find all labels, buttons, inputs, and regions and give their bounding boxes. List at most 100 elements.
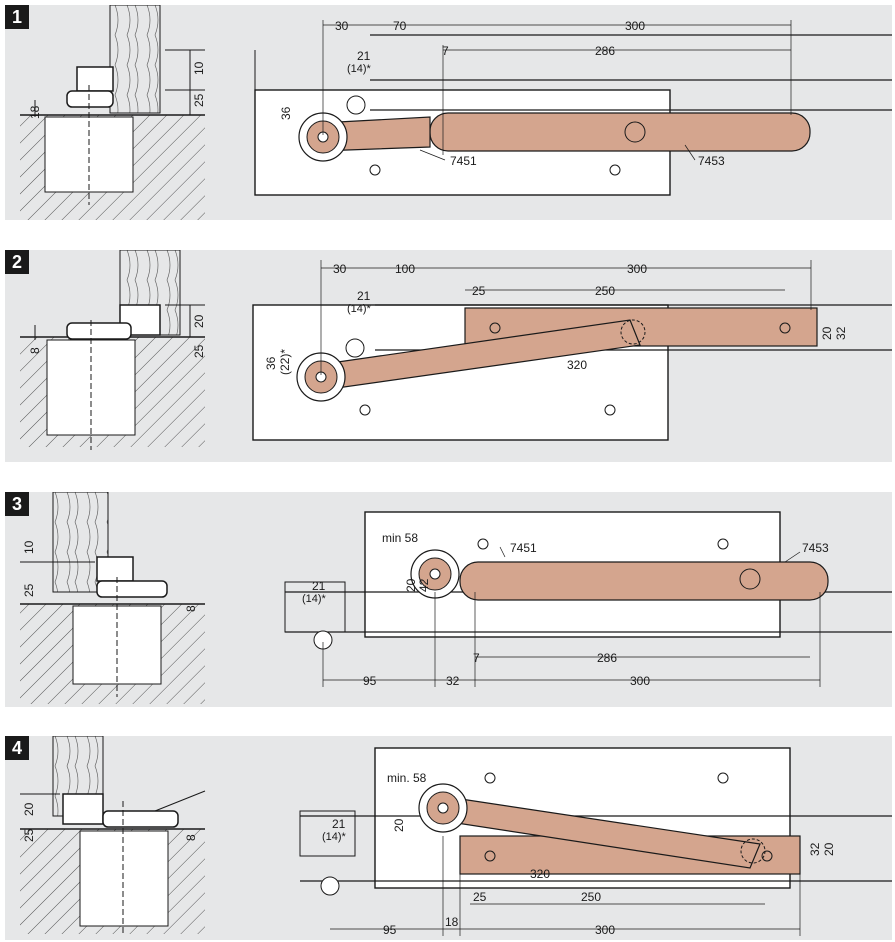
mount-hole (346, 95, 366, 115)
dim-label: 300 (630, 674, 650, 688)
dim-label: (14)* (347, 303, 372, 315)
screw-hole (604, 404, 616, 416)
dim-label: 42 (417, 578, 431, 592)
dim-label: (22)* (278, 349, 292, 375)
dim-label: 21 (357, 289, 371, 303)
mount-hole (345, 338, 365, 358)
dim-label: 25 (192, 344, 206, 358)
panel-4: 4 20 25 8 (5, 736, 892, 940)
dim-label: min 58 (382, 531, 418, 545)
panel-number: 3 (5, 492, 29, 516)
dim-label: 25 (473, 890, 487, 904)
dim-label: 25 (22, 828, 36, 842)
dim-label: 10 (22, 540, 36, 554)
screw-hole (717, 538, 729, 550)
dim-label: (14)* (322, 831, 347, 843)
dim-label: 70 (393, 19, 407, 33)
panel-2-drawing: 20 25 8 30 100 300 21 (20, 250, 892, 450)
arm-head (96, 580, 168, 598)
screw-hole (761, 850, 773, 862)
dim-label: 300 (625, 19, 645, 33)
dim-label: 8 (184, 834, 198, 841)
screw-hole (477, 538, 489, 550)
dim-label: 250 (581, 890, 601, 904)
arm-head (66, 322, 132, 340)
dim-label: 95 (363, 674, 377, 688)
dim-label: 10 (192, 61, 206, 75)
dim-label: 286 (597, 651, 617, 665)
dim-label: 32 (446, 674, 460, 688)
panel-3: 3 10 25 8 m (5, 492, 892, 707)
dim-label: 7 (442, 44, 449, 58)
panel-4-drawing: 20 25 8 min. 58 20 21 (14)* 320 (20, 736, 892, 937)
dim-label: 18 (28, 105, 42, 119)
top-plan-view: 30 100 300 21 (14)* 25 250 36 (22)* 320 … (252, 260, 892, 441)
track-profile (96, 556, 134, 582)
dim-label: 32 (808, 842, 822, 856)
top-plan-view: min 58 7451 7453 20 42 21 (14)* 7 286 95… (284, 511, 892, 688)
track-profile (62, 793, 104, 825)
side-section-view: 20 25 8 (20, 250, 206, 450)
callout-label: 7453 (698, 154, 725, 168)
door-leaf (109, 5, 161, 114)
dim-label: 20 (404, 578, 418, 592)
top-plan-view: 30 70 300 21 (14)* 7 286 36 7451 7453 (254, 19, 892, 196)
screw-hole (369, 164, 381, 176)
dim-label: 18 (445, 915, 459, 929)
dim-label: 30 (333, 262, 347, 276)
panel-1: 1 10 25 18 (5, 5, 892, 220)
screw-hole (609, 164, 621, 176)
dim-label: 8 (28, 347, 42, 354)
screw-hole (717, 772, 729, 784)
dim-label: 286 (595, 44, 615, 58)
dim-label: (14)* (302, 593, 327, 605)
side-section-view: 10 25 8 (20, 492, 205, 704)
closer-body (79, 830, 169, 927)
dim-label: 20 (822, 842, 836, 856)
slide-track (429, 112, 811, 152)
dim-label: 36 (264, 356, 278, 370)
dim-label: 30 (335, 19, 349, 33)
screw-hole (359, 404, 371, 416)
arm-head (102, 810, 179, 828)
arm-head (66, 90, 114, 108)
panel-1-drawing: 10 25 18 30 70 300 (20, 5, 892, 220)
dim-label: 32 (834, 326, 848, 340)
dim-label: 21 (332, 817, 346, 831)
dim-label: 95 (383, 923, 397, 937)
callout-label: 7451 (450, 154, 477, 168)
dim-label: 20 (192, 314, 206, 328)
callout-label: 7453 (802, 541, 829, 555)
screw-hole (779, 322, 791, 334)
panel-number: 4 (5, 736, 29, 760)
top-plan-view: min. 58 20 21 (14)* 320 25 250 95 18 300… (299, 747, 892, 937)
track-profile (76, 66, 114, 92)
screw-hole (484, 850, 496, 862)
screw-hole (484, 772, 496, 784)
panel-3-drawing: 10 25 8 min 58 7451 7453 20 42 21 (14) (20, 492, 892, 704)
panel-number: 2 (5, 250, 29, 274)
dim-label: 320 (530, 867, 550, 881)
screw-hole (489, 322, 501, 334)
dim-label: 7 (473, 651, 480, 665)
dim-label: min. 58 (387, 771, 427, 785)
dim-label: 300 (595, 923, 615, 937)
dim-label: 20 (22, 802, 36, 816)
dim-label: 25 (192, 93, 206, 107)
dim-label: (14)* (347, 63, 372, 75)
dim-label: 250 (595, 284, 615, 298)
panel-2: 2 20 25 8 (5, 250, 892, 462)
slide-track (459, 561, 829, 601)
dim-label: 320 (567, 358, 587, 372)
dim-label: 8 (184, 605, 198, 612)
dim-label: 100 (395, 262, 415, 276)
dim-label: 25 (22, 583, 36, 597)
panel-number: 1 (5, 5, 29, 29)
side-section-view: 10 25 18 (20, 5, 206, 220)
dim-label: 36 (279, 106, 293, 120)
dim-label: 21 (357, 49, 371, 63)
dim-label: 300 (627, 262, 647, 276)
dim-label: 25 (472, 284, 486, 298)
mount-hole (320, 876, 340, 896)
callout-label: 7451 (510, 541, 537, 555)
